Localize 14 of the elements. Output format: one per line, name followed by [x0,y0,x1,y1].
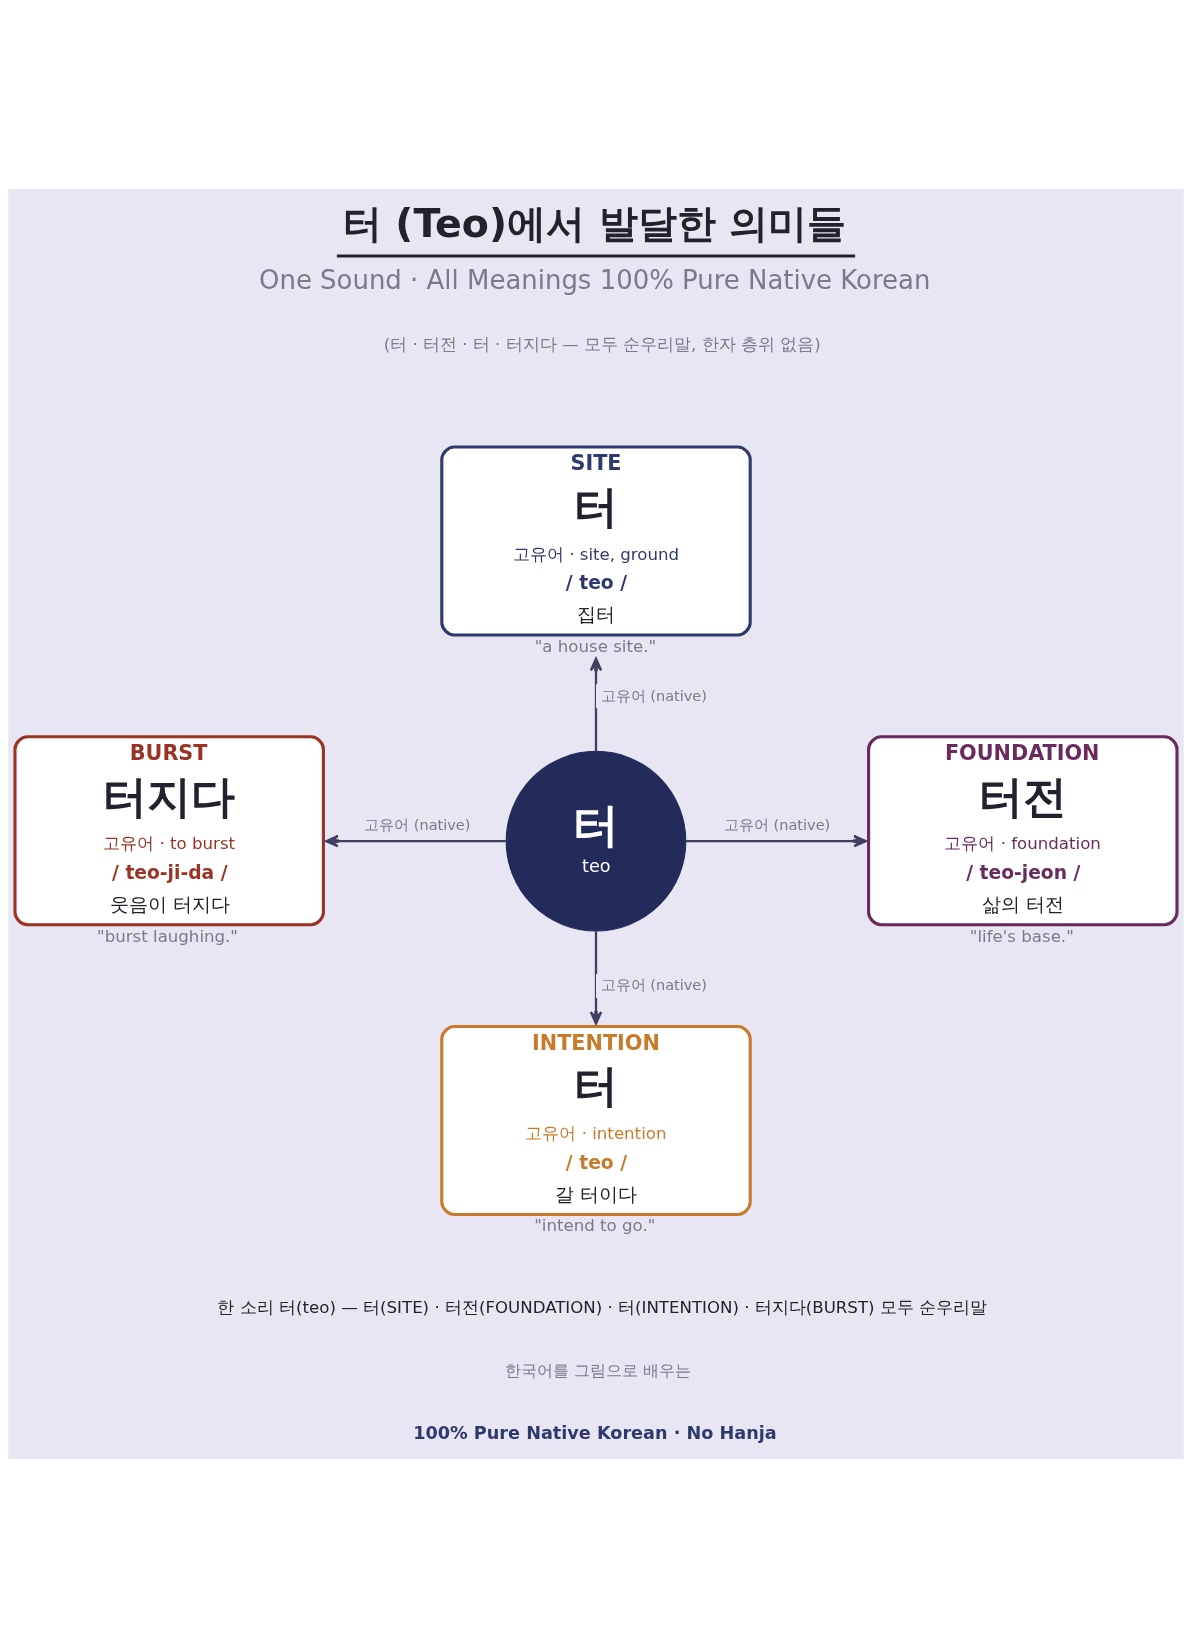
label: 한 소리 터(teo) — 터(SITE) · 터전(FOUNDATION) · 터(INTENTION) · 터지다(BURST) 모두 순우리말 [217,1297,988,1317]
label: (터 · 터전 · 터 · 터지다 — 모두 순우리말, 한자 층위 없음) [383,334,821,354]
label: 100% Pure Native Korean · No Hanja [413,1422,777,1443]
node-label: "intend to go." [534,1215,656,1235]
edge-label: 고유어 (native) [600,687,707,704]
diagram-title: 터 (Teo)에서 발달한 의미들 [342,199,847,246]
node-label: "a house site." [534,636,657,656]
node-label: "life's base." [969,926,1074,946]
edge-label: 고유어 (native) [723,816,831,833]
label: 한국어를 그림으로 배우는 [505,1361,692,1380]
edge-label: 고유어 (native) [364,816,471,833]
edge-label: 고유어 (native) [600,976,707,993]
node-label: "burst laughing." [97,926,239,946]
label: One Sound · All Meanings 100% Pure Native Korean [259,264,931,295]
